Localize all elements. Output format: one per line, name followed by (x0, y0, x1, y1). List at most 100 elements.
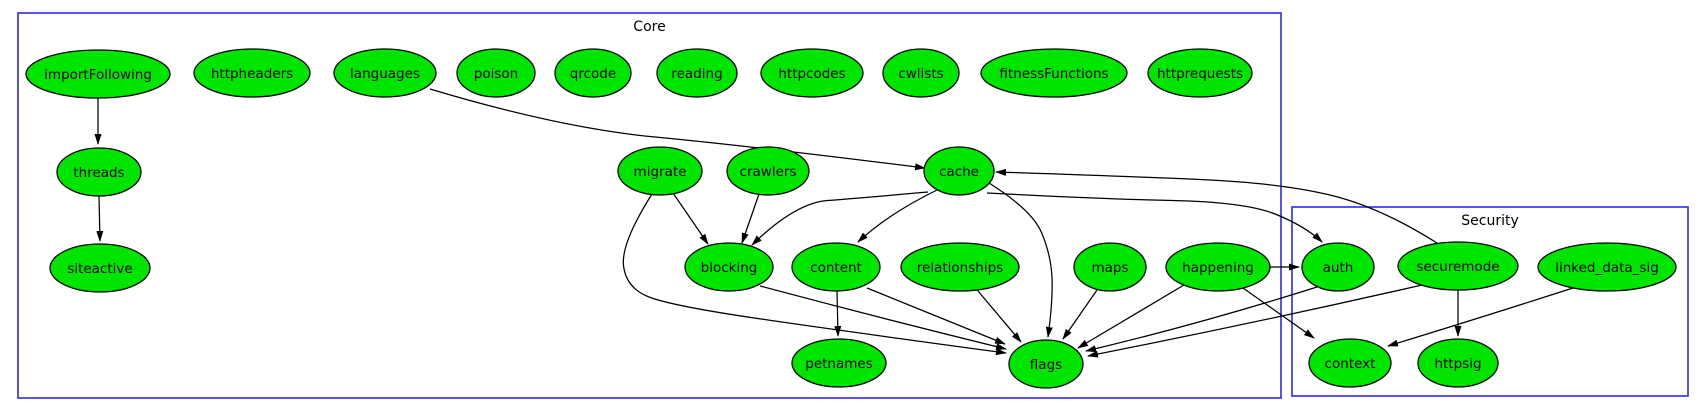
node-auth-shape (1301, 242, 1375, 292)
node-relationships-shape (900, 242, 1020, 292)
edge-relationships-flags (977, 290, 1022, 343)
node-petnames-shape (791, 338, 887, 388)
node-happening-shape (1165, 242, 1271, 292)
node-httprequests: httprequests (1147, 48, 1253, 98)
node-blocking-label: blocking (701, 260, 758, 276)
node-context-label: context (1325, 356, 1376, 372)
node-auth: auth (1301, 242, 1375, 292)
node-threads-label: threads (73, 165, 124, 181)
node-flags-shape (1008, 339, 1084, 389)
node-reading: reading (656, 48, 738, 98)
node-threads: threads (56, 147, 142, 197)
node-httpsig-shape (1417, 338, 1499, 388)
node-fitnessFunctions: fitnessFunctions (980, 48, 1128, 98)
node-reading-label: reading (671, 66, 722, 82)
node-securemode-label: securemode (1416, 259, 1499, 275)
node-cache-shape (923, 146, 995, 196)
node-importFollowing-label: importFollowing (44, 67, 152, 83)
node-content: content (791, 242, 881, 292)
node-auth-label: auth (1323, 260, 1354, 276)
edge-threads-siteactive (96, 195, 104, 242)
node-threads-shape (56, 147, 142, 197)
node-httpcodes-label: httpcodes (778, 66, 845, 82)
cluster-core-border (17, 12, 1282, 399)
cluster-core: Core (17, 12, 1282, 399)
edge-auth-flags (1085, 286, 1318, 353)
node-crawlers-shape (726, 146, 810, 196)
node-siteactive: siteactive (49, 243, 151, 293)
node-qrcode-label: qrcode (570, 66, 616, 82)
node-linked_data_sig-shape (1537, 242, 1677, 292)
node-importFollowing-shape (25, 49, 171, 99)
edge-content-petnames (834, 290, 842, 337)
node-poison-shape (456, 48, 536, 98)
node-securemode: securemode (1397, 241, 1519, 291)
node-cwlists: cwlists (882, 48, 960, 98)
node-relationships-label: relationships (917, 260, 1003, 276)
edge-migrate-flags (622, 193, 1007, 356)
edge-crawlers-blocking (741, 193, 760, 244)
edge-securemode-cache (995, 168, 1438, 244)
edge-cache-content (857, 189, 938, 243)
node-fitnessFunctions-label: fitnessFunctions (999, 66, 1108, 82)
node-flags: flags (1008, 339, 1084, 389)
node-happening: happening (1165, 242, 1271, 292)
cluster-security-border (1291, 206, 1689, 397)
node-poison: poison (456, 48, 536, 98)
cluster-security: Security (1291, 206, 1689, 397)
node-httpheaders-shape (193, 48, 311, 98)
node-petnames: petnames (791, 338, 887, 388)
edge-blocking-flags (759, 285, 1007, 351)
edge-maps-flags (1062, 289, 1098, 340)
node-crawlers: crawlers (726, 146, 810, 196)
edge-linked_data_sig-context (1387, 287, 1574, 347)
node-petnames-label: petnames (805, 356, 873, 372)
node-cwlists-label: cwlists (898, 66, 943, 82)
edge-migrate-blocking (672, 192, 709, 245)
edge-happening-flags (1077, 284, 1185, 349)
node-cache: cache (923, 146, 995, 196)
node-content-label: content (810, 260, 862, 276)
node-linked_data_sig: linked_data_sig (1537, 242, 1677, 292)
node-maps-label: maps (1091, 260, 1128, 276)
node-httpcodes: httpcodes (760, 48, 864, 98)
cluster-security-label: Security (1461, 213, 1519, 229)
node-languages-shape (333, 48, 437, 98)
node-blocking: blocking (684, 242, 774, 292)
node-httprequests-shape (1147, 48, 1253, 98)
node-maps-shape (1073, 242, 1147, 292)
edge-cache-auth (986, 192, 1323, 243)
node-httpsig-label: httpsig (1434, 356, 1481, 372)
node-migrate-shape (617, 146, 703, 196)
edge-cache-flags (988, 182, 1053, 338)
node-siteactive-label: siteactive (67, 261, 132, 277)
edge-happening-context (1242, 287, 1315, 339)
node-securemode-shape (1397, 241, 1519, 291)
node-blocking-shape (684, 242, 774, 292)
node-flags-label: flags (1030, 357, 1062, 373)
node-httpcodes-shape (760, 48, 864, 98)
node-migrate-label: migrate (634, 164, 687, 180)
node-importFollowing: importFollowing (25, 49, 171, 99)
node-reading-shape (656, 48, 738, 98)
edge-securemode-flags (1087, 284, 1423, 358)
edge-cache-blocking (751, 191, 929, 246)
cluster-core-label: Core (633, 19, 665, 35)
node-siteactive-shape (49, 243, 151, 293)
node-fitnessFunctions-shape (980, 48, 1128, 98)
node-languages-label: languages (350, 66, 420, 82)
node-httprequests-label: httprequests (1157, 66, 1243, 82)
node-happening-label: happening (1182, 260, 1254, 276)
node-maps: maps (1073, 242, 1147, 292)
node-context: context (1308, 338, 1392, 388)
node-httpheaders: httpheaders (193, 48, 311, 98)
node-cwlists-shape (882, 48, 960, 98)
node-languages: languages (333, 48, 437, 98)
node-migrate: migrate (617, 146, 703, 196)
node-relationships: relationships (900, 242, 1020, 292)
node-httpsig: httpsig (1417, 338, 1499, 388)
node-crawlers-label: crawlers (740, 164, 797, 180)
node-qrcode: qrcode (554, 48, 632, 98)
